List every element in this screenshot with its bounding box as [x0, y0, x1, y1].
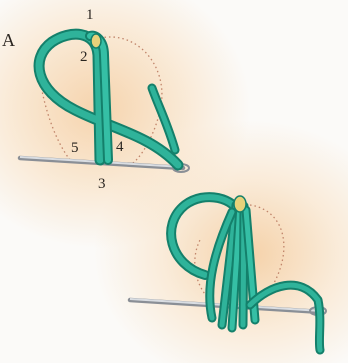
step-label-1: 1 — [86, 8, 94, 23]
step-label-2: 2 — [80, 50, 88, 65]
thread-loop-top — [39, 34, 178, 165]
step-label-5: 5 — [71, 141, 79, 156]
step-label-3: 3 — [98, 177, 106, 192]
panel-label: A — [2, 31, 15, 49]
step-label-4: 4 — [116, 140, 124, 155]
thread-strands-bottom — [171, 196, 320, 350]
